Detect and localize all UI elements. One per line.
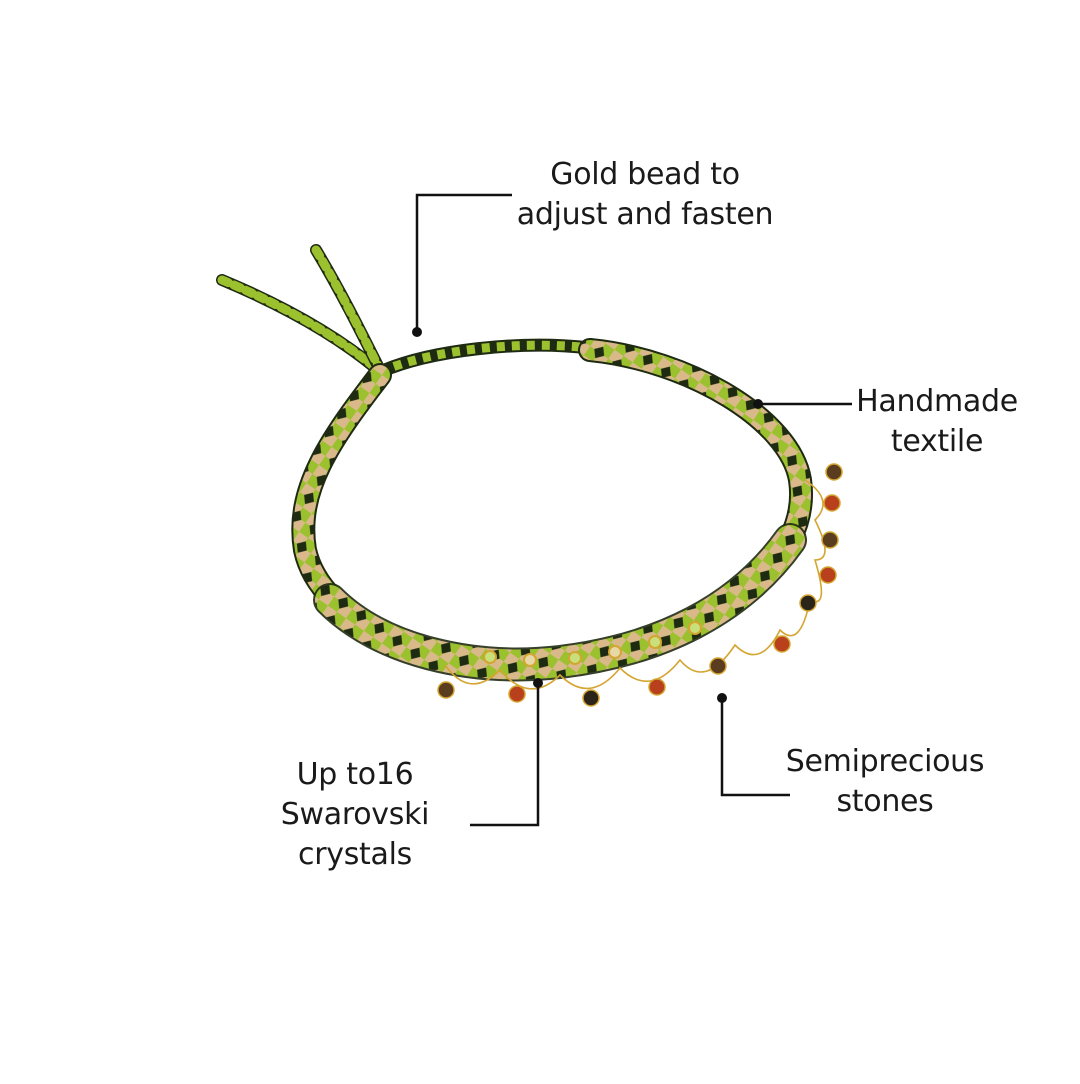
leader-line-crystals	[470, 683, 540, 827]
callout-crystals-line3: crystals	[298, 837, 412, 872]
marker-dot-textile	[753, 399, 763, 409]
callout-gold-bead: Gold bead to adjust and fasten	[505, 155, 785, 235]
callout-textile-line2: textile	[890, 424, 984, 459]
callout-crystals: Up to16 Swarovski crystals	[270, 755, 440, 875]
callout-crystals-line1: Up to16	[296, 757, 414, 792]
callout-gold-bead-line1: Gold bead to	[550, 157, 740, 192]
crystals	[483, 621, 702, 667]
callout-textile-line1: Handmade	[856, 384, 1018, 419]
callout-textile: Handmade textile	[842, 382, 1032, 462]
marker-dot-stones	[717, 693, 727, 703]
marker-dot-crystals	[533, 678, 543, 688]
callout-stones-line1: Semiprecious	[785, 744, 985, 779]
tie-ends	[216, 244, 387, 379]
leader-line-stones	[720, 698, 790, 797]
callout-gold-bead-line2: adjust and fasten	[516, 197, 774, 232]
leader-lines	[415, 193, 852, 827]
marker-dot-gold-bead	[412, 327, 422, 337]
callout-stones-line2: stones	[836, 784, 934, 819]
stones	[437, 463, 843, 707]
stone-fringe	[444, 479, 826, 690]
leader-dots	[412, 327, 763, 703]
leader-line-gold-bead	[415, 193, 512, 332]
callout-crystals-line2: Swarovski	[280, 797, 430, 832]
callout-stones: Semiprecious stones	[780, 742, 990, 822]
woven-band	[291, 338, 814, 682]
